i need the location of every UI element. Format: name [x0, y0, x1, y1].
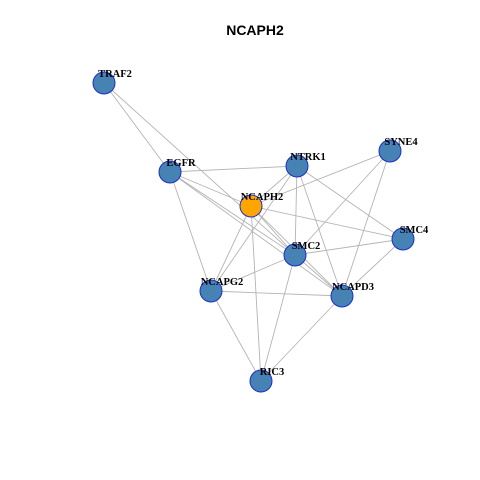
node-traf2 [92, 71, 116, 95]
edge-egfr-ncaph2 [169, 171, 252, 207]
node-egfr [158, 160, 182, 184]
node-layer [92, 71, 415, 393]
edge-ntrk1-ncapg2 [210, 165, 298, 292]
edge-ntrk1-smc2 [294, 165, 298, 256]
node-smc2 [283, 243, 307, 267]
edge-syne4-ncapd3 [341, 150, 391, 297]
edge-ntrk1-smc4 [296, 165, 404, 240]
edge-layer [103, 82, 404, 382]
node-smc4 [391, 227, 415, 251]
node-label-ncaph2: NCAPH2 [241, 192, 284, 203]
node-ncaph2 [239, 194, 263, 218]
edge-ncaph2-smc4 [250, 205, 404, 240]
node-label-syne4: SYNE4 [384, 137, 418, 148]
edge-ncapg2-ric3 [210, 290, 262, 382]
node-label-traf2: TRAF2 [98, 69, 132, 80]
edge-smc2-ncapg2 [210, 254, 296, 292]
node-label-ncapg2: NCAPG2 [201, 277, 244, 288]
node-ntrk1 [285, 154, 309, 178]
edge-egfr-ncapd3 [169, 171, 343, 297]
edge-traf2-smc2 [103, 82, 296, 256]
node-label-ncapd3: NCAPD3 [332, 282, 374, 293]
edge-ncapd3-ric3 [260, 295, 343, 382]
node-label-smc4: SMC4 [400, 225, 429, 236]
edge-egfr-ncapg2 [169, 171, 212, 292]
node-ric3 [249, 369, 273, 393]
node-label-ric3: RIC3 [260, 367, 285, 378]
edge-syne4-ncaph2 [250, 150, 391, 207]
edge-egfr-ntrk1 [169, 165, 298, 173]
edge-traf2-egfr [103, 82, 171, 173]
node-label-ntrk1: NTRK1 [290, 152, 326, 163]
node-syne4 [378, 139, 402, 163]
edge-smc4-ncapd3 [341, 238, 404, 297]
node-label-smc2: SMC2 [292, 241, 321, 252]
node-ncapg2 [199, 279, 223, 303]
edge-ncaph2-ric3 [250, 205, 262, 382]
edge-syne4-smc2 [294, 150, 391, 256]
edge-smc4-smc2 [294, 238, 404, 256]
node-label-egfr: EGFR [166, 158, 196, 169]
edge-ntrk1-ncapd3 [296, 165, 343, 297]
edge-ncapg2-ncapd3 [210, 290, 343, 297]
edge-ncaph2-ncapg2 [210, 205, 252, 292]
graph-title: NCAPH2 [226, 22, 284, 38]
node-ncapd3 [330, 284, 354, 308]
edge-egfr-smc2 [169, 171, 296, 256]
edge-smc2-ric3 [260, 254, 296, 382]
